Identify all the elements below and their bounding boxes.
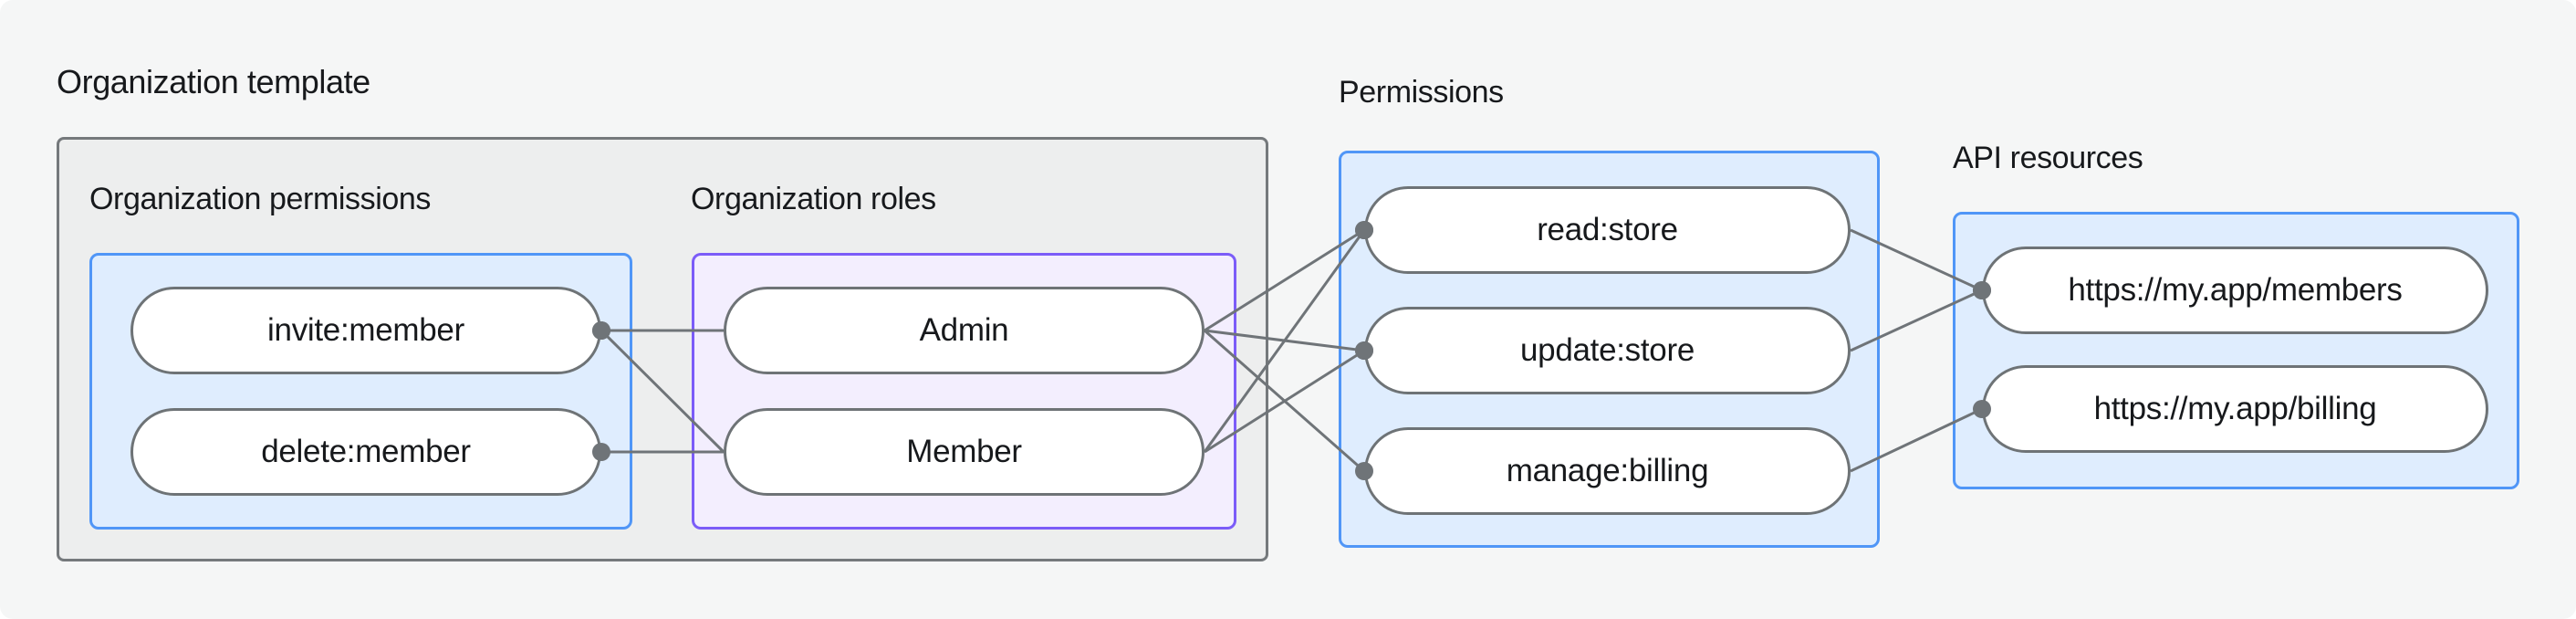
node-read-store: read:store (1364, 186, 1851, 274)
node-role-admin: Admin (724, 287, 1205, 374)
node-api-members-url: https://my.app/members (1982, 247, 2488, 334)
organization-template-label: Organization template (57, 63, 370, 100)
node-update-store: update:store (1364, 307, 1851, 394)
node-delete-member: delete:member (130, 408, 601, 496)
node-manage-billing: manage:billing (1364, 427, 1851, 515)
organization-permissions-label: Organization permissions (89, 182, 432, 216)
node-role-member: Member (724, 408, 1205, 496)
organization-roles-label: Organization roles (691, 182, 936, 216)
node-api-billing-url: https://my.app/billing (1982, 365, 2488, 453)
permissions-label: Permissions (1339, 75, 1504, 110)
api-resources-label: API resources (1953, 141, 2143, 175)
node-invite-member: invite:member (130, 287, 601, 374)
